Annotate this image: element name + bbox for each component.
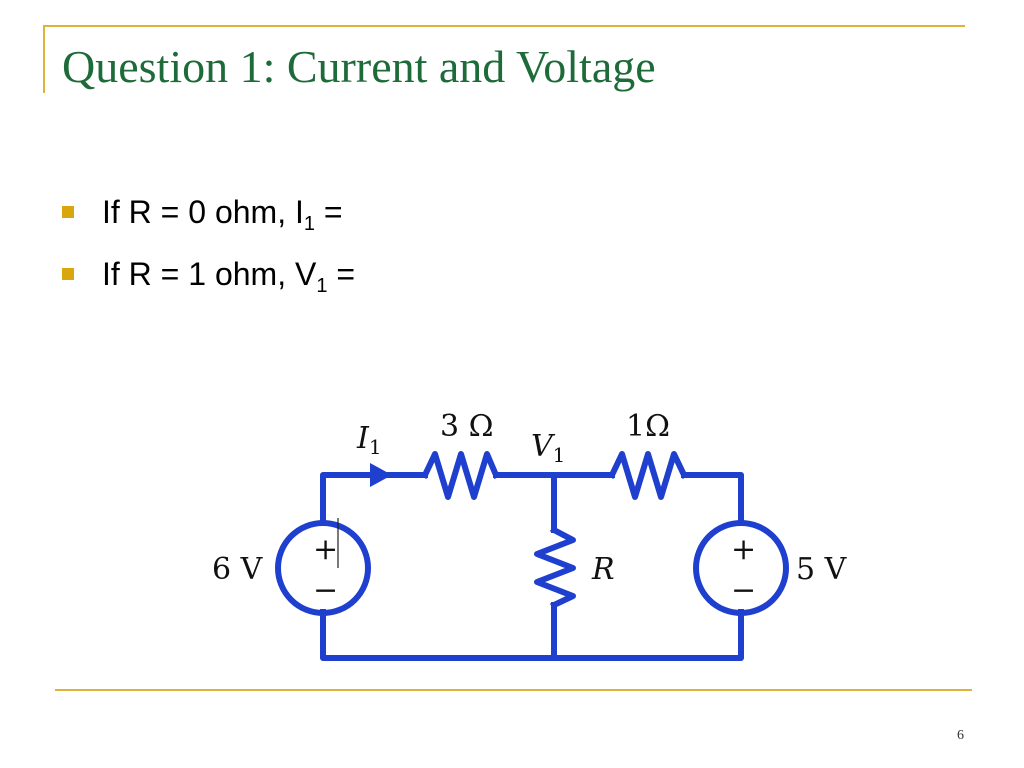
- wire-right-upper: [681, 472, 744, 526]
- bullet-subscript: 1: [303, 213, 315, 235]
- source-right-plus: +: [731, 532, 756, 567]
- bullet-suffix: =: [327, 256, 356, 292]
- voltage-source-6v: [275, 520, 371, 616]
- title-frame-left-rule: [43, 25, 45, 93]
- resistor-1ohm-label: 1Ω: [626, 409, 670, 444]
- source-left-minus: −: [313, 573, 338, 608]
- bullet-prefix: If R = 1 ohm, V: [102, 256, 317, 292]
- resistor-r: [534, 525, 576, 609]
- bullet-text: If R = 1 ohm, V1 =: [102, 252, 355, 308]
- wire-left-lower: [320, 609, 744, 661]
- bullet-subscript: 1: [316, 275, 328, 297]
- bullet-prefix: If R = 0 ohm, I: [102, 194, 304, 230]
- resistor-3ohm-label: 3 Ω: [440, 409, 494, 444]
- title-frame-top-rule: [43, 25, 965, 27]
- source-right-label: 5 V: [796, 552, 848, 587]
- resistor-1ohm: [608, 451, 688, 500]
- current-label: I1: [356, 421, 382, 459]
- voltage-source-5v: [693, 520, 789, 616]
- resistor-3ohm: [421, 451, 500, 500]
- source-left-plus: +: [313, 532, 338, 567]
- source-right-minus: −: [731, 573, 756, 608]
- slide-title: Question 1: Current and Voltage: [62, 41, 656, 92]
- source-left-label: 6 V: [212, 552, 264, 587]
- resistor-r-label: R: [591, 552, 615, 587]
- footer-rule: [55, 689, 972, 691]
- circuit-wires: [320, 451, 744, 661]
- bullet-suffix: =: [314, 194, 343, 230]
- voltage-node-label: V1: [531, 429, 565, 467]
- square-bullet-icon: [62, 268, 74, 280]
- bullet-text: If R = 0 ohm, I1 =: [102, 190, 343, 246]
- current-arrow-icon: [370, 463, 392, 487]
- page-number: 6: [957, 728, 964, 743]
- square-bullet-icon: [62, 206, 74, 218]
